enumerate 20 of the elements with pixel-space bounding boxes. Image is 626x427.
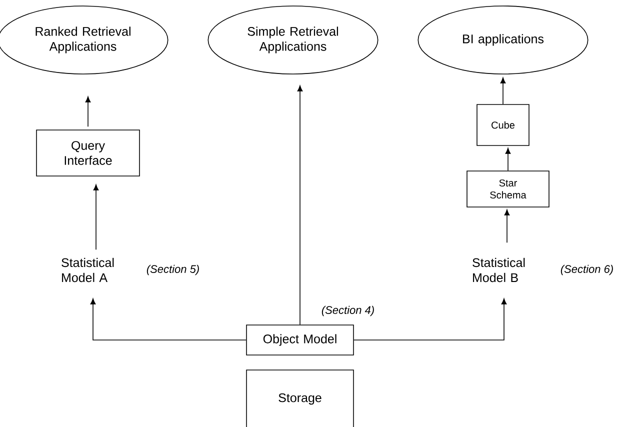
ellipse-node: Simple Retrieval Applications <box>208 6 378 74</box>
arrow <box>500 77 506 104</box>
model-label: Statistical Model A <box>62 258 114 282</box>
process-box: Object Model <box>246 324 354 356</box>
arrow <box>504 209 510 243</box>
ellipse-node: BI applications <box>418 6 588 74</box>
section-label: (Section 4) <box>322 306 374 316</box>
section-label: (Section 6) <box>560 264 613 276</box>
arrow <box>85 96 91 127</box>
arrow <box>297 85 303 325</box>
section-label: (Section 5) <box>146 264 199 276</box>
process-box: Cube <box>476 104 530 146</box>
arrow <box>93 184 99 250</box>
process-box: Storage <box>246 370 354 427</box>
arrow <box>354 298 507 340</box>
process-box: Query Interface <box>36 130 140 176</box>
arrow <box>505 148 511 171</box>
process-box: Star Schema <box>466 170 550 208</box>
model-label: Statistical Model B <box>472 258 525 282</box>
arrow <box>90 298 246 340</box>
